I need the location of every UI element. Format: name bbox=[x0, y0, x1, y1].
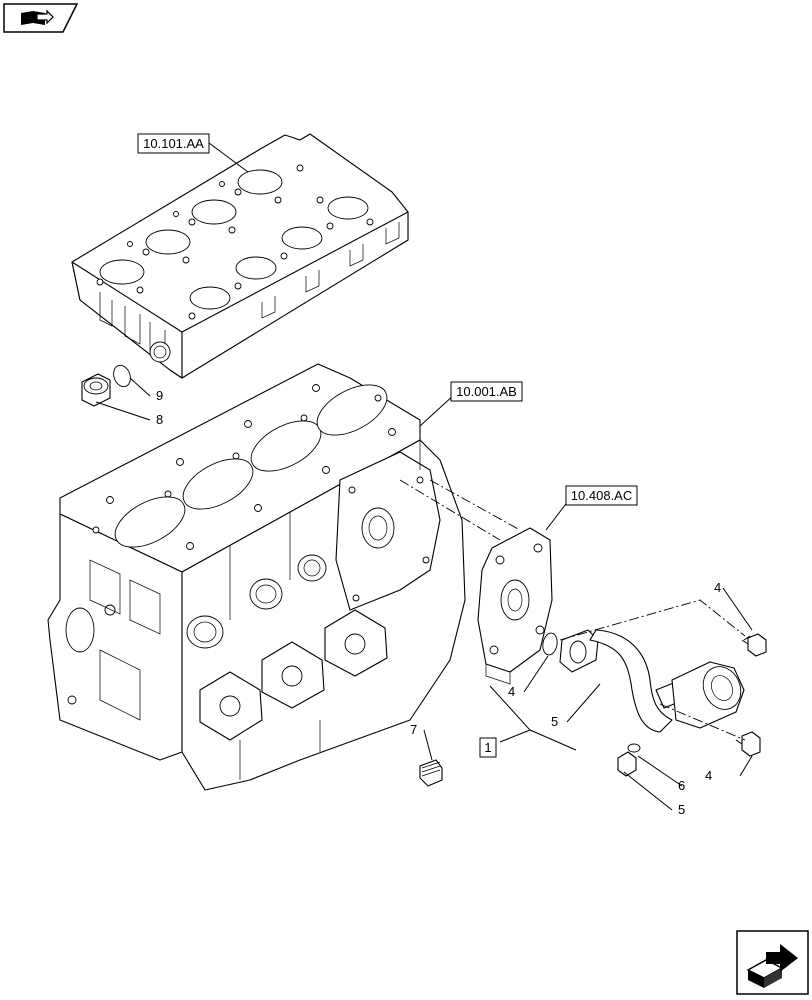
callout-4-mid: 4 bbox=[508, 684, 515, 699]
callout-9: 9 bbox=[156, 388, 163, 403]
callout-7: 7 bbox=[410, 722, 417, 737]
plug-item-8 bbox=[81, 373, 111, 407]
seal-item-6 bbox=[627, 743, 641, 753]
cylinder-head bbox=[71, 133, 409, 379]
next-page-button[interactable] bbox=[736, 930, 810, 996]
ring-item-9 bbox=[113, 364, 131, 388]
callout-5-mid: 5 bbox=[551, 714, 558, 729]
assembly-lines bbox=[399, 479, 746, 741]
ref-box-oil-pump[interactable]: 10.408.AC bbox=[565, 485, 638, 506]
callout-8: 8 bbox=[156, 412, 163, 427]
ref-label-item-1: 1 bbox=[484, 740, 491, 755]
leader-lines bbox=[95, 139, 753, 811]
book-arrow-icon bbox=[21, 9, 54, 25]
ref-box-cylinder-head[interactable]: 10.101.AA bbox=[137, 133, 210, 154]
bolt-item-4-lower bbox=[735, 731, 761, 757]
engine-block bbox=[47, 363, 466, 791]
ref-label-engine-block: 10.001.AB bbox=[456, 384, 517, 399]
ref-box-item-1: 1 bbox=[479, 737, 497, 758]
plug-item-5 bbox=[617, 751, 637, 777]
callout-4-bottom: 4 bbox=[705, 768, 712, 783]
ref-label-oil-pump: 10.408.AC bbox=[571, 488, 632, 503]
oil-suction-pipe bbox=[559, 629, 745, 733]
callout-5-bottom: 5 bbox=[678, 802, 685, 817]
callout-4-top: 4 bbox=[714, 580, 721, 595]
oil-pump-housing bbox=[477, 527, 553, 685]
book-nav-button[interactable] bbox=[3, 3, 79, 33]
callout-6: 6 bbox=[678, 778, 685, 793]
bolt-item-4-upper bbox=[741, 633, 767, 657]
o-ring-item-4 bbox=[542, 632, 558, 656]
spring-plug-item-7 bbox=[419, 759, 443, 787]
ref-label-cylinder-head: 10.101.AA bbox=[143, 136, 204, 151]
ref-box-engine-block[interactable]: 10.001.AB bbox=[450, 381, 523, 402]
next-page-arrow-icon bbox=[746, 944, 798, 988]
